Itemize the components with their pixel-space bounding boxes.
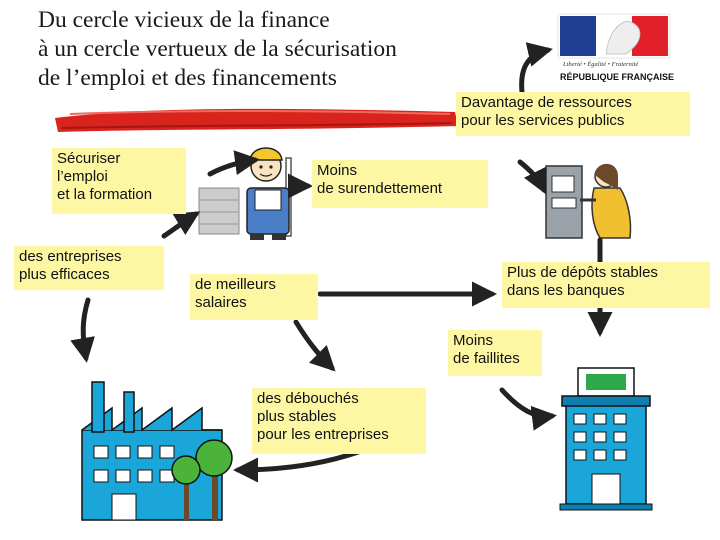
box-ressources: Davantage de ressources pour les service… [456,92,690,136]
box-faillites: Moins de faillites [448,330,542,376]
box-surendettement: Moins de surendettement [312,160,488,208]
arrow-entreprises-factory [70,297,95,363]
box-securiser: Sécuriser l’emploi et la formation [52,148,186,214]
factory-icon [81,381,233,521]
box-salaires: de meilleurs salaires [190,274,318,320]
box-entreprises: des entreprises plus efficaces [14,246,164,290]
logo-name: RÉPUBLIQUE FRANÇAISE [560,72,674,82]
marianne-logo-icon [557,13,671,59]
arrow-to-logo [519,42,553,95]
arrow-securiser-worker [207,150,260,177]
arrow-faillites-bank [499,387,557,431]
box-debouches: des débouchés plus stables pour les entr… [252,388,426,454]
flow-arrows [70,42,613,483]
arrow-entreprises-securiser [161,211,201,239]
page-title: Du cercle vicieux de la finance à un cer… [38,7,397,91]
box-depots: Plus de dépôts stables dans les banques [502,262,710,308]
arrow-to-atm [517,159,547,195]
bank-icon [559,367,653,511]
atm-woman-icon [545,163,632,239]
logo-motto: Liberté • Égalité • Fraternité [562,60,639,68]
worker-icon [198,147,292,240]
red-brush-stroke [55,108,458,132]
arrow-salaires-debouches [293,319,336,372]
